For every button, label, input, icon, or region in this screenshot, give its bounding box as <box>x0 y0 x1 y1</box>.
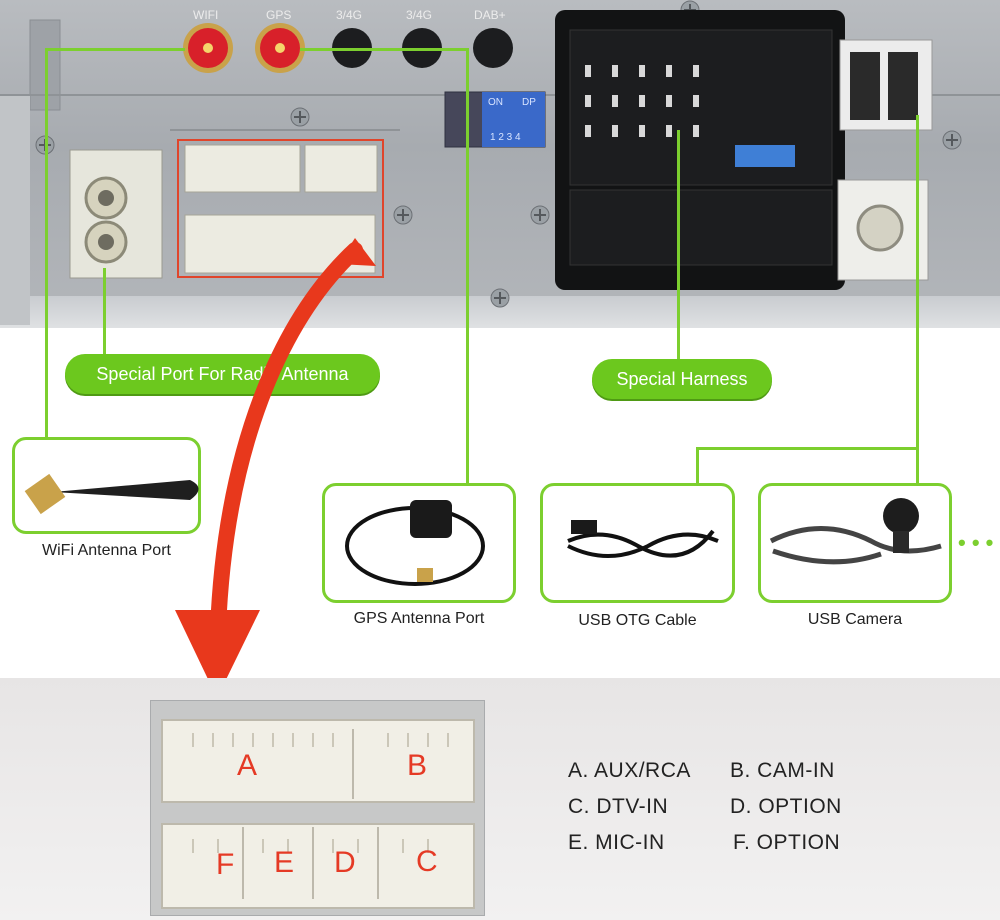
dip-on-label: ON <box>488 97 503 108</box>
usb-otg-caption: USB OTG Cable <box>578 612 697 629</box>
more-ellipsis: • • • <box>958 530 994 555</box>
usb-port-icon <box>888 52 918 120</box>
connector-label-e: E <box>274 846 295 879</box>
chassis-details: ON DP 1 2 3 4 <box>0 0 1000 325</box>
screw-icon <box>393 205 413 225</box>
usb-port-icon <box>850 52 880 120</box>
usb-camera-caption: USB Camera <box>807 611 903 628</box>
wifi-line-top <box>45 48 185 51</box>
jack-hole-icon <box>473 28 513 68</box>
connector-closeup: A B F E D C <box>150 700 485 916</box>
gps-antenna-card <box>322 483 516 603</box>
gps-antenna-icon <box>345 500 485 586</box>
camera-socket-icon <box>856 204 904 252</box>
gps-line <box>466 48 469 486</box>
gps-jack-icon <box>255 23 305 73</box>
connector-label-f: F <box>216 848 235 881</box>
connector-label-c: C <box>416 845 438 878</box>
legend-c: C. DTV-IN <box>568 795 669 818</box>
wifi-jack-icon <box>183 23 233 73</box>
radio-antenna-socket-icon <box>84 176 128 264</box>
legend-a: A. AUX/RCA <box>568 759 691 782</box>
usb-cable-icon <box>567 520 719 558</box>
connector-label-b: B <box>407 749 428 782</box>
dip-numbers-label: 1 2 3 4 <box>490 132 521 143</box>
dab-jack-label: DAB+ <box>474 8 506 22</box>
legend-e: E. MIC-IN <box>568 831 665 854</box>
gps-jack-label: GPS <box>266 8 292 22</box>
screw-icon <box>490 288 510 308</box>
radio-line <box>103 268 106 356</box>
radio-antenna-pill: Special Port For Radio Antenna <box>65 354 380 394</box>
connector-label-a: A <box>237 749 258 782</box>
connector-pins <box>192 729 449 899</box>
screw-icon <box>290 107 310 127</box>
wifi-caption: WiFi Antenna Port <box>42 542 171 559</box>
red-arrow-icon <box>175 238 376 698</box>
usb-camera-card <box>758 483 952 603</box>
wifi-jack-label: WIFI <box>193 8 219 22</box>
usb-otg-line <box>696 447 699 483</box>
usb-otg-card <box>540 483 735 603</box>
legend-d: D. OPTION <box>730 795 842 818</box>
screw-icon <box>942 130 962 150</box>
wifi-line <box>45 48 48 438</box>
jack-3-label: 3/4G <box>336 8 363 22</box>
gps-line-top <box>300 48 468 51</box>
harness-line <box>677 130 680 362</box>
usb-branch-line <box>696 447 919 450</box>
wifi-antenna-icon <box>24 473 199 515</box>
jack-4-label: 3/4G <box>406 8 433 22</box>
legend-b: B. CAM-IN <box>730 759 835 782</box>
usb-line <box>916 115 919 483</box>
dip-dp-label: DP <box>522 97 536 108</box>
gps-caption: GPS Antenna Port <box>353 610 485 627</box>
screw-icon <box>530 205 550 225</box>
connector-label-d: D <box>334 846 356 879</box>
fuse-icon <box>735 145 795 167</box>
harness-pill: Special Harness <box>592 359 772 399</box>
legend-f: F. OPTION <box>733 831 841 854</box>
wifi-antenna-card <box>12 437 201 534</box>
connector-bottom-block <box>161 823 475 909</box>
usb-camera-icon <box>769 498 942 565</box>
